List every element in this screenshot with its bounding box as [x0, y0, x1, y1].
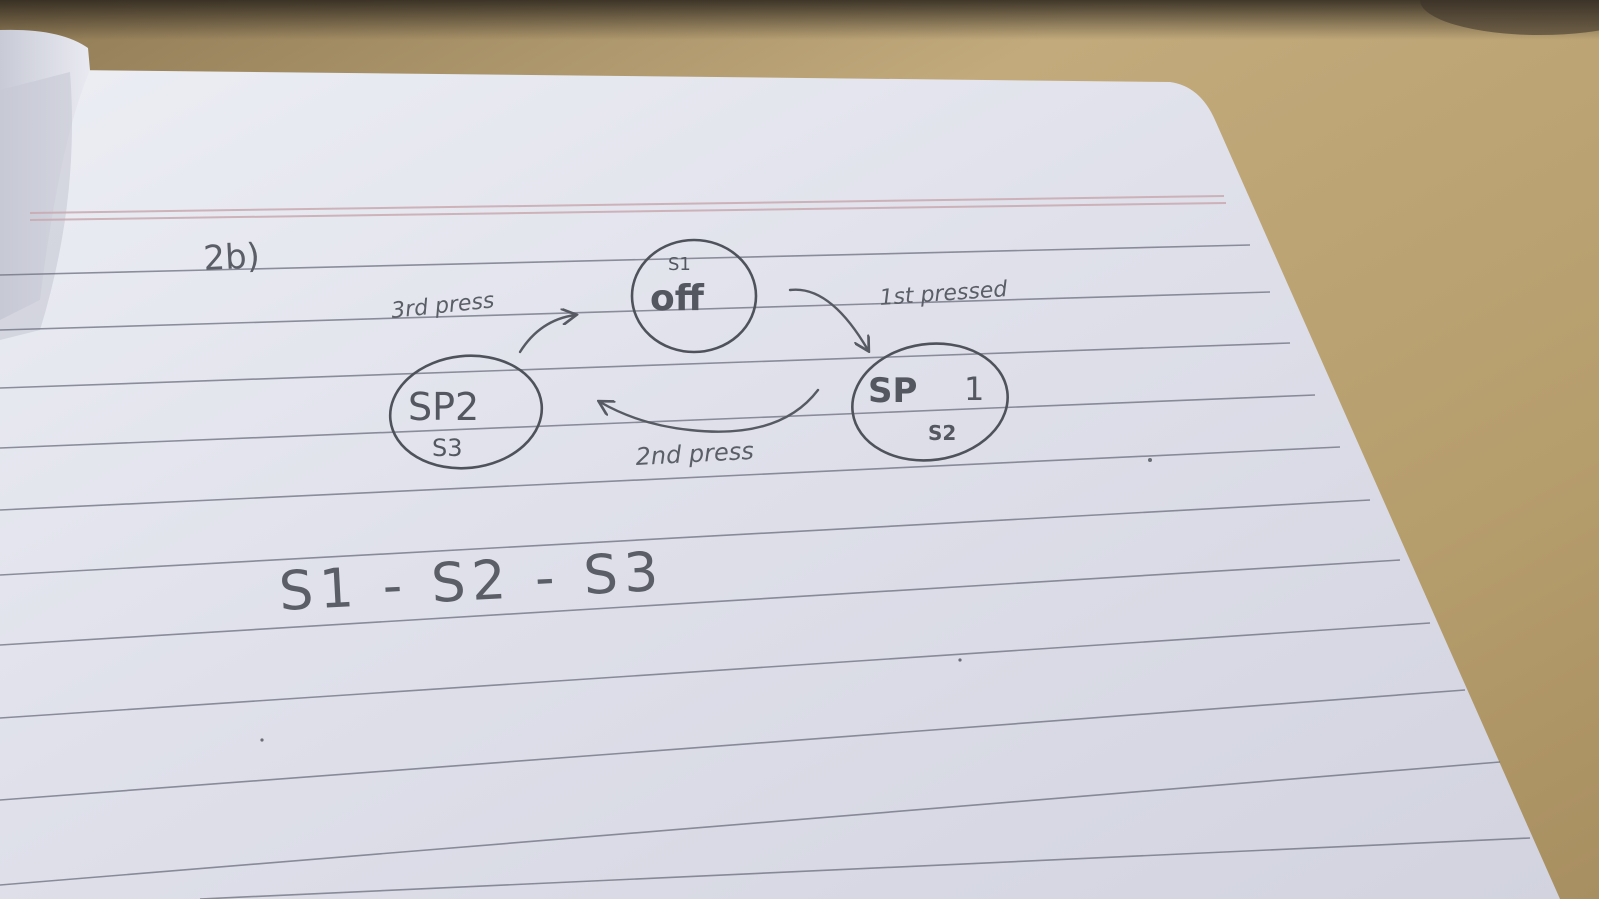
state-sp2-label: SP2	[408, 385, 479, 429]
arrow-sp1-to-sp2	[600, 388, 820, 433]
pencil-specks	[260, 458, 1152, 742]
transition-arrows	[518, 288, 868, 433]
state-off-sublabel: S1	[668, 254, 691, 275]
state-off-label: off	[650, 278, 705, 319]
state-sp1-sublabel: S2	[928, 421, 956, 445]
desk-shadow-corner	[1420, 0, 1599, 35]
state-sp1: SP 1 S2	[851, 342, 1009, 462]
transition-label-second: 2nd press	[635, 437, 755, 471]
state-sp2: SP2 S3	[388, 354, 544, 470]
state-sp1-label: SP	[868, 371, 917, 411]
arrow-off-to-sp1	[788, 288, 868, 350]
state-sp1-number: 1	[964, 370, 984, 408]
header-lines	[29, 195, 1227, 221]
question-number: 2b)	[202, 236, 261, 279]
state-sp2-circle	[388, 354, 544, 470]
state-off-circle	[630, 238, 758, 354]
arrow-sp2-to-off	[518, 315, 575, 354]
state-sp1-circle	[851, 342, 1009, 462]
desk-shadow	[0, 0, 1599, 40]
state-off: S1 off	[630, 238, 758, 354]
state-sp2-sublabel: S3	[432, 434, 463, 462]
